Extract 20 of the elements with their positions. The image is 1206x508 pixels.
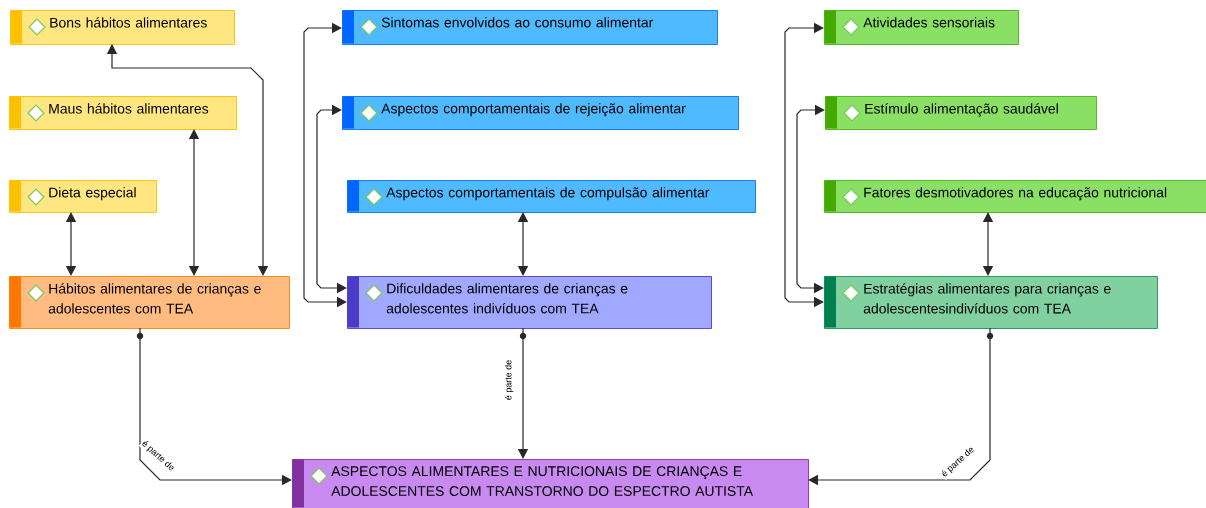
edge-label: é parte de	[503, 358, 515, 402]
arrow	[65, 212, 77, 276]
topic-box: Dieta especial	[9, 180, 157, 213]
topic-box: Aspectos comportamentais de rejeição alimentar	[342, 96, 739, 130]
topic-box: Estratégias alimentares para crianças e adolescentesindivíduos com TEA	[824, 276, 1158, 329]
arrow	[982, 212, 994, 276]
topic-box: Aspectos comportamentais de compulsão alimentar	[347, 180, 756, 213]
arrow	[808, 327, 994, 486]
topic-box: Hábitos alimentares de crianças e adolescentes com TEA	[9, 276, 290, 329]
topic-box: Dificuldades alimentares de crianças e adolescentes indivíduos com TEA	[347, 276, 712, 329]
arrow	[106, 44, 269, 276]
topic-box: Maus hábitos alimentares	[9, 96, 237, 130]
topic-box: Sintomas envolvidos ao consumo alimentar	[342, 10, 718, 45]
topic-box: Bons hábitos alimentares	[10, 10, 235, 45]
topic-box: ASPECTOS ALIMENTARES E NUTRICIONAIS DE CRIANÇAS E ADOLESCENTES COM TRANSTORNO DO ESPECTRO AUTISTA	[292, 459, 809, 508]
topic-box: Atividades sensoriais	[824, 10, 1019, 45]
topic-box: Fatores desmotivadores na educação nutricional	[824, 180, 1206, 213]
arrow	[188, 129, 200, 276]
arrow	[517, 212, 529, 276]
topic-box: Estímulo alimentação saudável	[825, 96, 1097, 130]
